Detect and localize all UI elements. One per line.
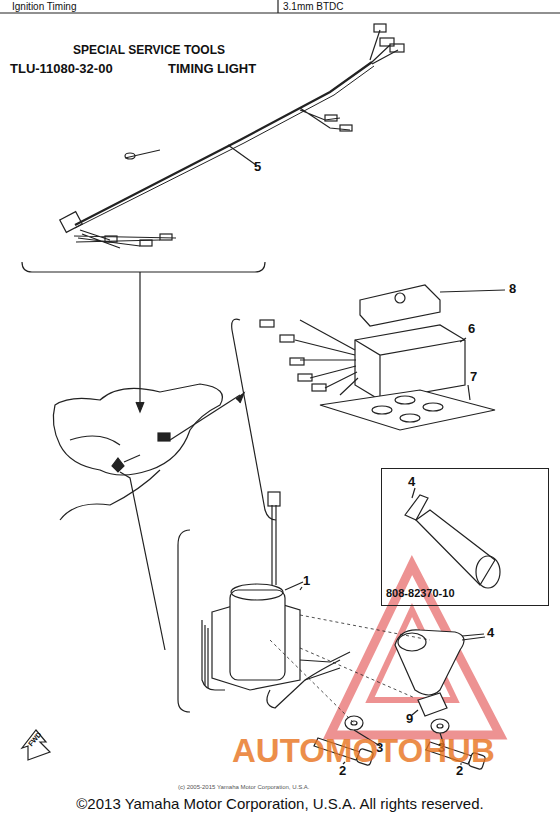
table-cell: Ignition Timing (12, 1, 76, 12)
callout-number: 7 (470, 370, 477, 384)
copyright-note: (c) 2005-2015 Yamaha Motor Corporation, … (178, 784, 310, 791)
callout-number: 9 (406, 712, 413, 726)
caption: ©2013 Yamaha Motor Corporation, U.S.A. A… (76, 796, 483, 813)
table-cell: 3.1mm BTDC (283, 1, 344, 12)
callout-number: 1 (303, 574, 310, 588)
tool-number: TLU-11080-32-00 (10, 62, 113, 76)
callout-number: 4 (487, 626, 494, 640)
callout-number: 6 (468, 322, 475, 336)
callout-number: 8 (509, 282, 516, 296)
watermark: AUTOMOTOHUB (232, 733, 495, 769)
tool-name: TIMING LIGHT (168, 62, 256, 76)
callout-number: 5 (254, 160, 261, 174)
inset-box: 4 808-82370-10 (381, 468, 549, 606)
part-number: 808-82370-10 (386, 587, 455, 599)
callout-number: 4 (408, 475, 415, 489)
heading: SPECIAL SERVICE TOOLS (73, 44, 225, 57)
